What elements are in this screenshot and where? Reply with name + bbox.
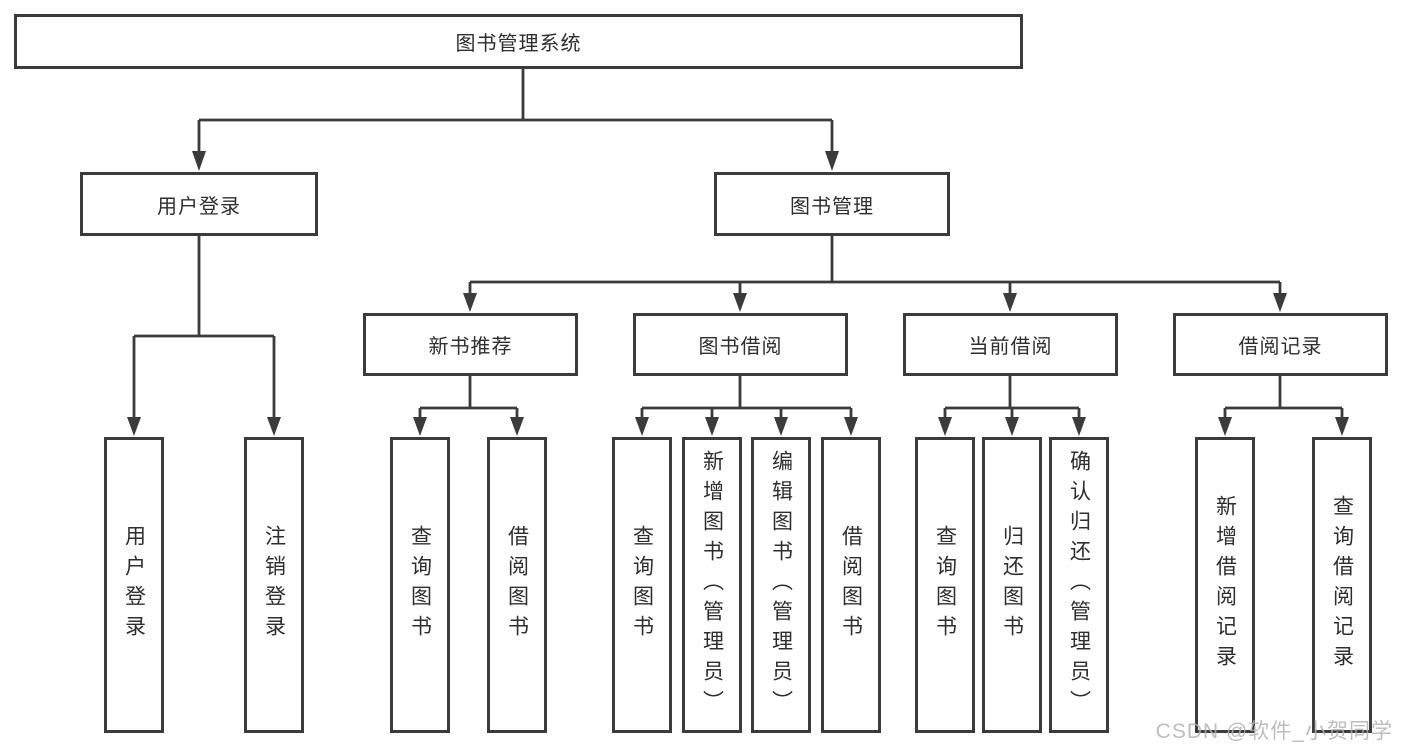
leaf-query-books-current-label: 查询图书 — [933, 525, 957, 645]
leaf-confirm-return-admin-label: 确认归还（管理员） — [1067, 450, 1091, 720]
leaf-query-books-borrow-label: 查询图书 — [630, 525, 654, 645]
node-book-management-label: 图书管理 — [790, 195, 874, 218]
leaf-logout: 注销登录 — [244, 437, 304, 733]
leaf-user-login: 用户登录 — [104, 437, 164, 733]
leaf-query-books-borrow: 查询图书 — [612, 437, 672, 733]
leaf-edit-book-admin-label: 编辑图书（管理员） — [769, 450, 793, 720]
watermark: CSDN @软件_小贺同学 — [1155, 720, 1393, 743]
node-book-management: 图书管理 — [714, 172, 950, 236]
tree-edges — [132, 68, 1344, 419]
leaf-return-book: 归还图书 — [982, 437, 1042, 733]
leaf-add-borrow-record: 新增借阅记录 — [1195, 437, 1255, 733]
leaf-query-books-current: 查询图书 — [915, 437, 975, 733]
node-user-login-label: 用户登录 — [157, 195, 241, 218]
leaf-query-books-recommend-label: 查询图书 — [408, 525, 432, 645]
leaf-user-login-label: 用户登录 — [122, 525, 146, 645]
node-new-book-recommend: 新书推荐 — [363, 313, 578, 376]
leaf-edit-book-admin: 编辑图书（管理员） — [751, 437, 811, 733]
node-root: 图书管理系统 — [14, 14, 1023, 69]
leaf-return-book-label: 归还图书 — [1000, 525, 1024, 645]
leaf-add-book-admin-label: 新增图书（管理员） — [700, 450, 724, 720]
node-book-borrow: 图书借阅 — [633, 313, 848, 376]
node-book-borrow-label: 图书借阅 — [698, 336, 783, 358]
leaf-logout-label: 注销登录 — [262, 525, 286, 645]
node-new-book-recommend-label: 新书推荐 — [428, 336, 513, 358]
leaf-borrow-books: 借阅图书 — [821, 437, 881, 733]
node-borrow-records: 借阅记录 — [1173, 313, 1388, 376]
node-user-login: 用户登录 — [80, 172, 318, 236]
leaf-borrow-books-recommend: 借阅图书 — [487, 437, 547, 733]
arrowheads — [127, 151, 1349, 436]
leaf-add-book-admin: 新增图书（管理员） — [682, 437, 742, 733]
node-borrow-records-label: 借阅记录 — [1238, 336, 1323, 358]
leaf-confirm-return-admin: 确认归还（管理员） — [1049, 437, 1109, 733]
node-current-borrow: 当前借阅 — [903, 313, 1118, 376]
leaf-query-borrow-record: 查询借阅记录 — [1312, 437, 1372, 733]
leaf-borrow-books-label: 借阅图书 — [839, 525, 863, 645]
leaf-query-books-recommend: 查询图书 — [390, 437, 450, 733]
node-root-label: 图书管理系统 — [455, 33, 582, 55]
leaf-borrow-books-recommend-label: 借阅图书 — [505, 525, 529, 645]
leaf-query-borrow-record-label: 查询借阅记录 — [1330, 495, 1354, 675]
leaf-add-borrow-record-label: 新增借阅记录 — [1213, 495, 1237, 675]
node-current-borrow-label: 当前借阅 — [968, 336, 1053, 358]
